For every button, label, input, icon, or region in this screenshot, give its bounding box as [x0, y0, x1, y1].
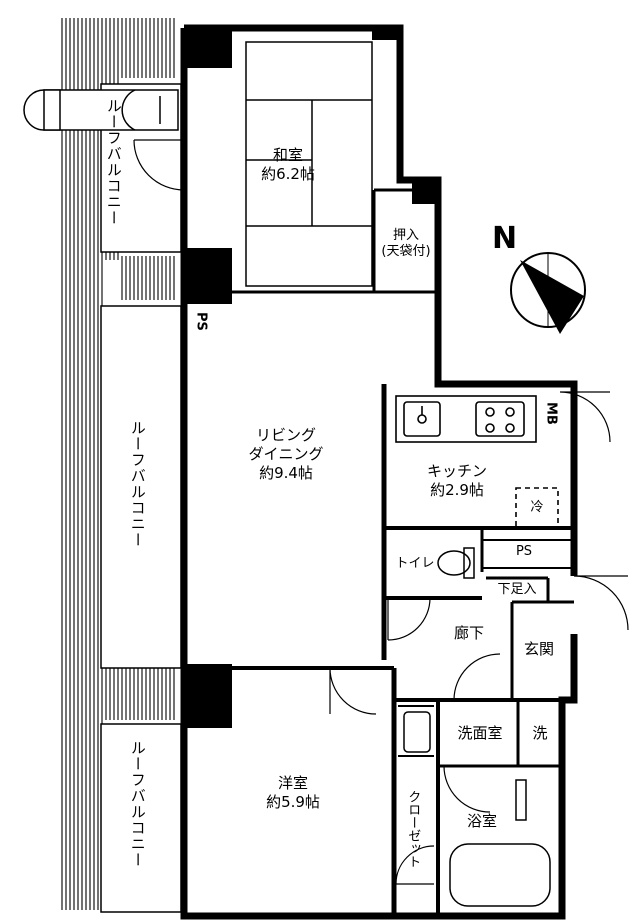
- sen-name: 洗: [532, 724, 548, 742]
- senmen-label: 洗面室: [444, 724, 516, 743]
- yoku-name: 浴室: [466, 812, 497, 830]
- living-size: 約9.4帖: [259, 463, 313, 482]
- yoku-label: 浴室: [452, 812, 512, 831]
- kitchen-label: キッチン 約2.9帖: [414, 462, 500, 500]
- living-line2: ダイニング: [248, 444, 324, 463]
- oshiire-label: 押入 (天袋付): [372, 228, 440, 261]
- balcony-bottom-label: ルーフバルコニー: [128, 740, 147, 868]
- rouka-label: 廊下: [444, 624, 494, 643]
- yoshitsu-size: 約5.9帖: [266, 792, 320, 811]
- compass: [510, 252, 586, 334]
- oshiire-sub: (天袋付): [381, 244, 431, 260]
- washitsu-label: 和室 約6.2帖: [246, 146, 330, 184]
- outer-walls: [180, 24, 578, 920]
- yoshitsu-label: 洋室 約5.9帖: [248, 774, 338, 812]
- north-indicator: N: [492, 221, 518, 256]
- washroom-fixtures: [403, 711, 551, 907]
- oshiire-name: 押入: [392, 228, 419, 243]
- washitsu-size: 約6.2帖: [261, 164, 315, 183]
- ps-lower-mark: PS: [515, 544, 533, 559]
- getabako-name: 下足入: [497, 582, 537, 597]
- aircon-units: [23, 89, 179, 131]
- closet-label: クローゼット: [405, 790, 421, 868]
- living-label: リビング ダイニング 約9.4帖: [238, 426, 334, 482]
- interior-walls: [232, 188, 574, 916]
- washitsu-tatami: [245, 41, 373, 287]
- washitsu-name: 和室: [272, 146, 303, 164]
- balcony-top-label: ルーフバルコニー: [104, 98, 123, 226]
- kitchen-name: キッチン: [426, 462, 487, 480]
- toilet-fixture: [437, 547, 475, 579]
- getabako-label: 下足入: [486, 582, 548, 598]
- kitchen-counter: [395, 395, 559, 529]
- genkan-label: 玄関: [514, 640, 564, 659]
- toilet-name: トイレ: [395, 556, 435, 571]
- doors: [133, 139, 629, 885]
- ps-upper-mark: PS: [193, 312, 209, 331]
- senmen-name: 洗面室: [457, 724, 503, 742]
- fridge-mark: 冷: [530, 500, 544, 515]
- sen-label: 洗: [522, 724, 558, 743]
- rouka-name: 廊下: [453, 624, 484, 642]
- balcony-middle-label: ルーフバルコニー: [128, 420, 147, 548]
- toilet-label: トイレ: [392, 556, 438, 572]
- genkan-name: 玄関: [523, 640, 554, 658]
- living-line1: リビング: [255, 426, 316, 444]
- mb-mark: MB: [543, 402, 559, 425]
- yoshitsu-name: 洋室: [277, 774, 308, 792]
- wall-piers: [184, 26, 438, 728]
- kitchen-size: 約2.9帖: [430, 480, 484, 499]
